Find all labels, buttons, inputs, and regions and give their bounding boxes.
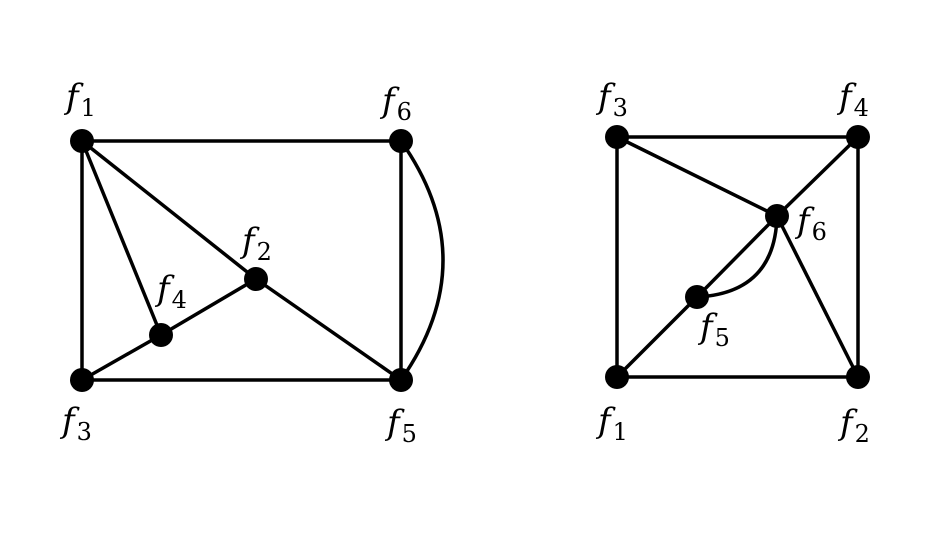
left-graph-label-f5: f5 xyxy=(384,403,417,448)
left-graph-node-f2 xyxy=(244,267,268,291)
right-graph-label-f1: f1 xyxy=(595,401,628,446)
left-graph-edge-f2-f5 xyxy=(254,277,403,382)
right-graph-node-f6 xyxy=(765,204,789,228)
right-graph-label-f6: f6 xyxy=(794,201,827,246)
right-graph-edge-f5-f6-curved xyxy=(696,215,779,299)
left-graph-edge-f4-f2 xyxy=(160,277,257,337)
left-graph-label-f1: f1 xyxy=(63,77,96,122)
left-graph-label-f6: f6 xyxy=(379,81,412,126)
left-graph-label-f2: f2 xyxy=(239,221,272,266)
right-graph-edge-f6-f4 xyxy=(775,135,860,218)
right-graph-node-f2 xyxy=(846,365,870,389)
right-graph-edge-f3-f6 xyxy=(616,135,778,218)
left-graph-label-f3: f3 xyxy=(59,401,92,446)
right-graph-label-f3: f3 xyxy=(595,77,628,122)
left-graph-edge-f6-f5-curved xyxy=(399,139,445,382)
right-graph-label-f5: f5 xyxy=(697,307,730,352)
right-graph-node-f1 xyxy=(605,365,629,389)
right-graph-node-f3 xyxy=(605,125,629,149)
right-graph-label-f2: f2 xyxy=(837,403,870,448)
right-graph-label-f4: f4 xyxy=(836,77,869,122)
right-graph-node-f5 xyxy=(685,285,709,309)
right-graph-node-f4 xyxy=(846,125,870,149)
right-graph-edge-f1-f5 xyxy=(615,295,699,379)
left-graph-edge-f1-f2 xyxy=(80,139,258,281)
left-graph-label-f4: f4 xyxy=(154,269,187,314)
left-graph-node-f1 xyxy=(70,129,94,153)
left-graph-node-f5 xyxy=(389,368,413,392)
right-graph-edge-f6-f2 xyxy=(775,215,860,378)
left-graph-node-f4 xyxy=(149,323,173,347)
right-graph-edge-f5-f6 xyxy=(695,214,779,299)
left-graph-edge-f1-f4 xyxy=(80,140,163,336)
left-graph-node-f6 xyxy=(389,129,413,153)
left-graph-edge-f3-f4 xyxy=(81,333,162,382)
left-graph-node-f3 xyxy=(70,368,94,392)
